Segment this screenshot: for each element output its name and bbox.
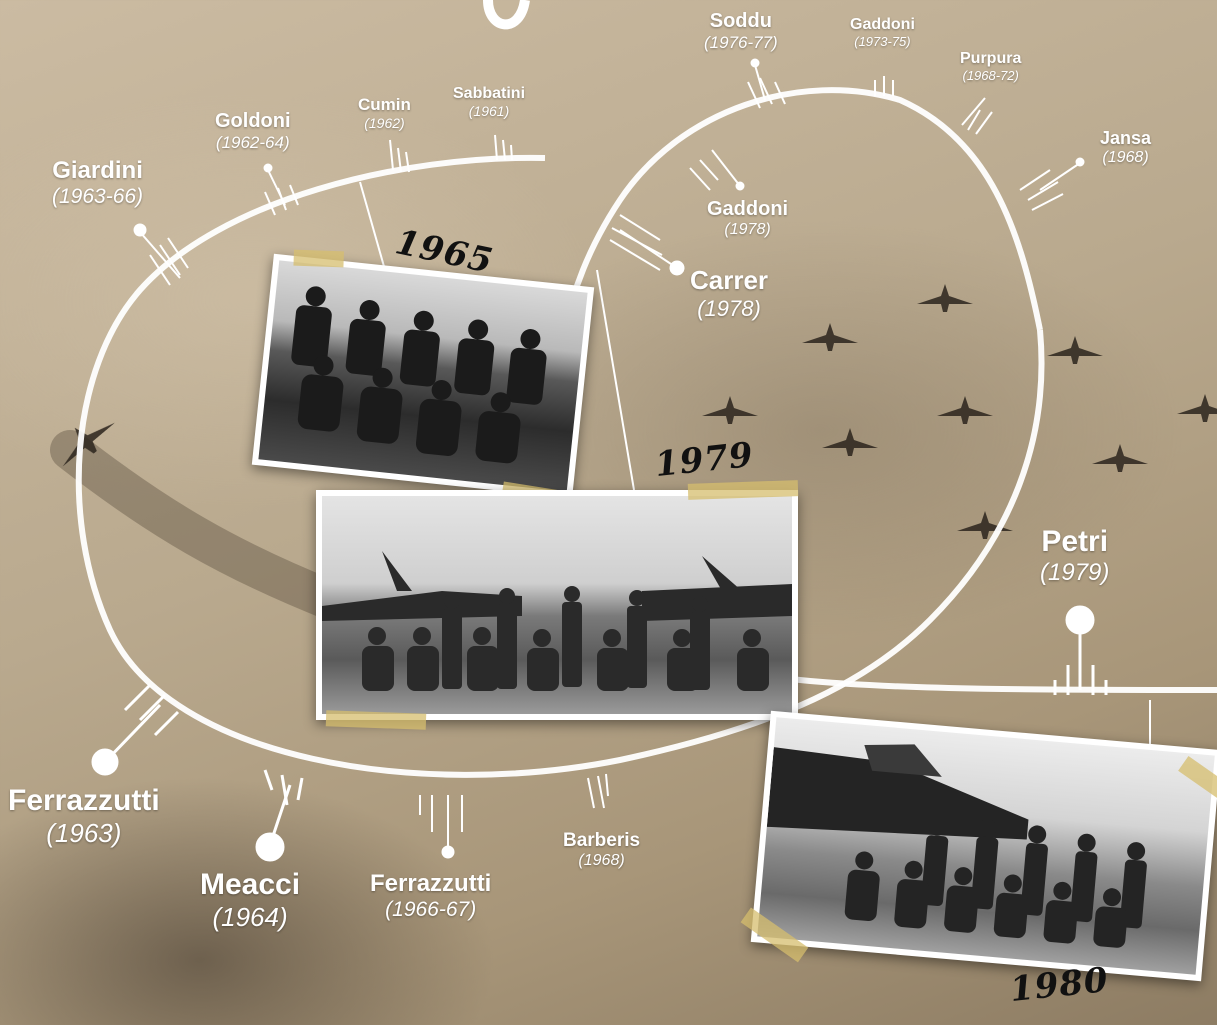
pilot-gaddoni-1973: Gaddoni (1973-75) bbox=[850, 16, 915, 49]
connector-1979 bbox=[596, 269, 635, 491]
left-loop bbox=[75, 154, 1045, 778]
pilot-soddu: Soddu (1976-77) bbox=[704, 10, 778, 53]
pilot-barberis: Barberis (1968) bbox=[563, 830, 640, 870]
pilot-years: (1966-67) bbox=[385, 898, 477, 921]
pilot-name: Gaddoni bbox=[850, 16, 915, 33]
pilot-carrer: Carrer (1978) bbox=[690, 265, 768, 322]
pilot-name: Meacci bbox=[200, 868, 301, 901]
team-photo bbox=[258, 260, 588, 492]
pilot-name: Carrer bbox=[690, 265, 769, 295]
pilot-sabbatini: Sabbatini (1961) bbox=[453, 85, 525, 119]
pilot-years: (1963) bbox=[46, 818, 122, 848]
pilot-meacci: Meacci (1964) bbox=[200, 868, 300, 933]
pilot-name: Gaddoni bbox=[707, 198, 789, 220]
pilot-gaddoni-1978: Gaddoni (1978) bbox=[707, 198, 788, 239]
pilot-name: Cumin bbox=[358, 95, 411, 114]
pilot-years: (1978) bbox=[724, 221, 771, 238]
pilot-years: (1963-66) bbox=[52, 185, 144, 208]
pilot-giardini: Giardini (1963-66) bbox=[52, 157, 143, 209]
pilot-ferrazzutti-1963: Ferrazzutti (1963) bbox=[8, 784, 160, 849]
pilot-name: Sabbatini bbox=[453, 85, 526, 102]
pilot-purpura: Purpura (1968-72) bbox=[960, 50, 1021, 83]
pilot-name: Soddu bbox=[709, 10, 772, 32]
pilot-name: Giardini bbox=[52, 157, 143, 184]
photo-1965 bbox=[251, 249, 595, 507]
pilot-cumin: Cumin (1962) bbox=[358, 95, 411, 131]
pilot-years: (1962) bbox=[364, 115, 405, 131]
team-figures bbox=[322, 551, 792, 691]
smoke-trail bbox=[50, 430, 350, 620]
pilot-years: (1961) bbox=[468, 103, 510, 119]
markers bbox=[91, 58, 1108, 862]
pilot-name: Ferrazzutti bbox=[370, 870, 492, 897]
pilot-years: (1976-77) bbox=[704, 33, 778, 52]
photo-1980 bbox=[740, 710, 1217, 982]
pilot-years: (1968-72) bbox=[962, 68, 1019, 83]
connector-1965 bbox=[359, 181, 386, 271]
team-figures bbox=[766, 744, 1147, 948]
pilot-name: Goldoni bbox=[215, 110, 291, 132]
pilot-years: (1964) bbox=[212, 902, 288, 932]
pilot-jansa: Jansa (1968) bbox=[1100, 128, 1151, 167]
team-photo bbox=[322, 496, 792, 714]
top-hook bbox=[483, 0, 530, 30]
pilot-years: (1978) bbox=[697, 296, 761, 321]
pilot-name: Ferrazzutti bbox=[8, 784, 160, 817]
pilot-name: Barberis bbox=[563, 830, 641, 851]
pilot-years: (1968) bbox=[578, 852, 625, 869]
pilot-goldoni: Goldoni (1962-64) bbox=[215, 110, 291, 153]
pilot-years: (1968) bbox=[1102, 149, 1149, 166]
pilot-ferrazzutti-1966: Ferrazzutti (1966-67) bbox=[370, 870, 491, 922]
team-figures bbox=[291, 286, 547, 464]
pilot-years: (1973-75) bbox=[854, 34, 911, 49]
pilot-name: Petri bbox=[1041, 525, 1109, 558]
pilot-petri: Petri (1979) bbox=[1040, 525, 1109, 587]
team-photo bbox=[757, 717, 1215, 975]
pilot-years: (1979) bbox=[1040, 559, 1110, 586]
pilot-name: Jansa bbox=[1100, 128, 1152, 148]
pilot-name: Purpura bbox=[960, 50, 1022, 67]
pilot-years: (1962-64) bbox=[215, 133, 290, 152]
tape bbox=[293, 249, 344, 268]
photo-1979 bbox=[316, 480, 799, 730]
